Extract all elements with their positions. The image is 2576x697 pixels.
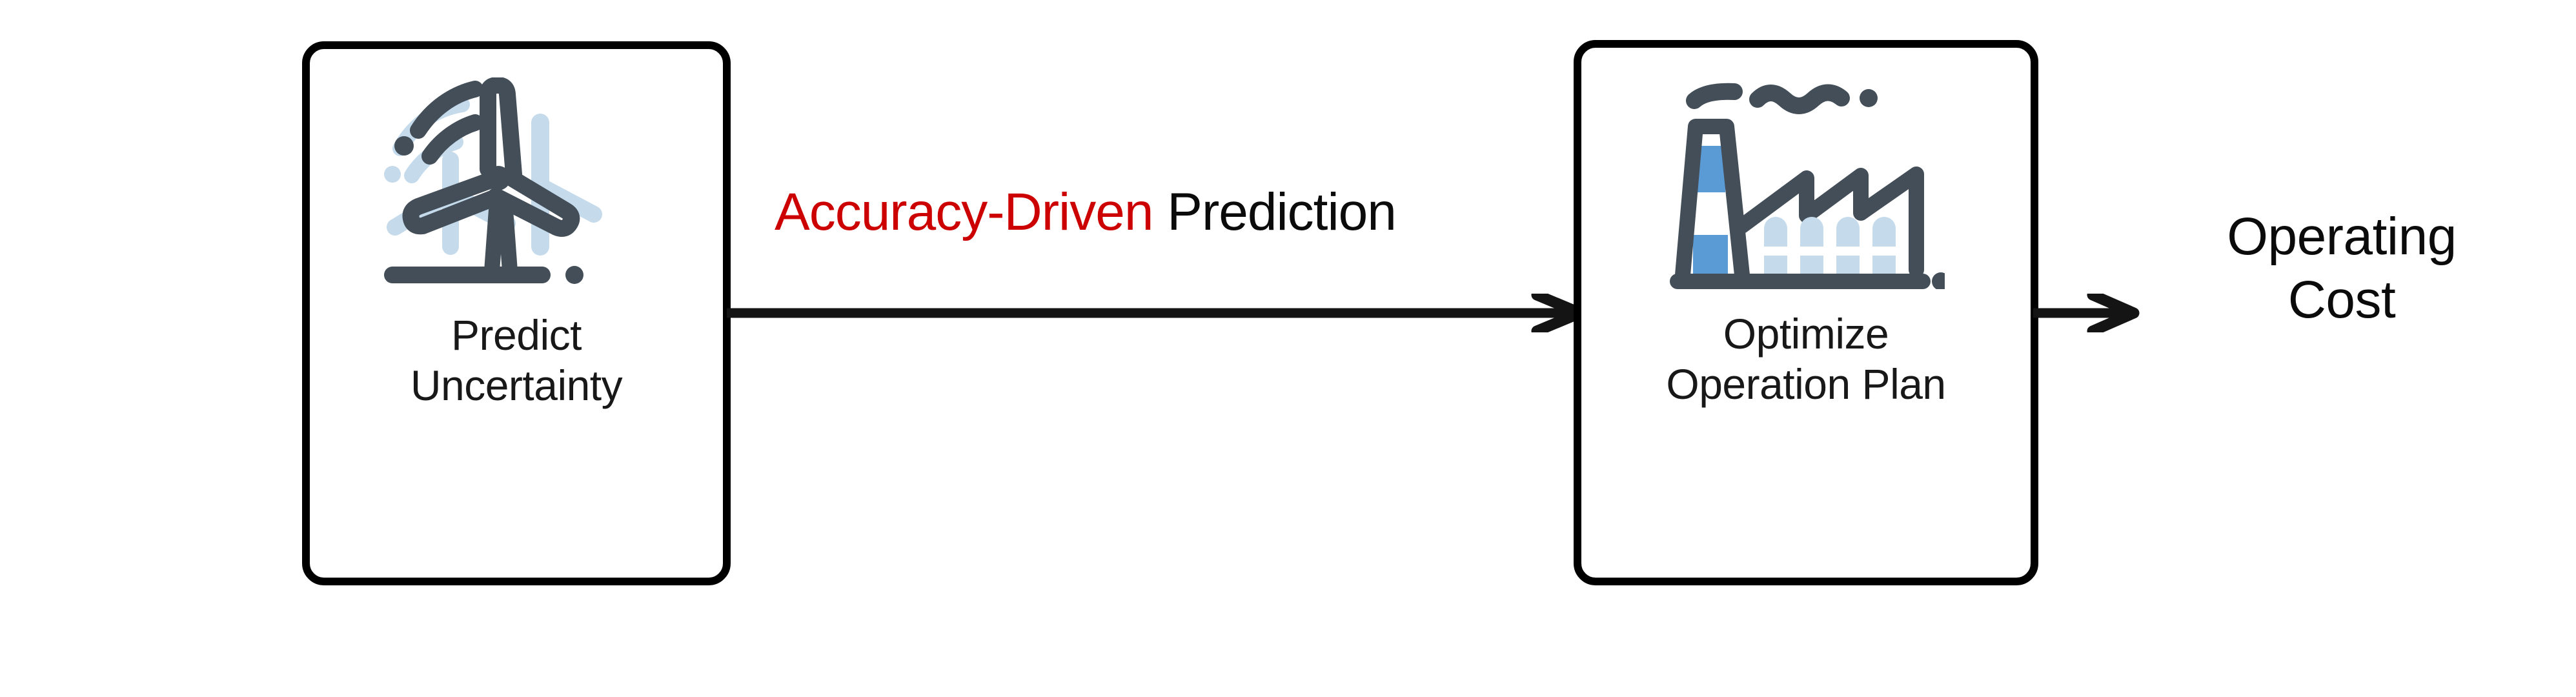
wind-turbine-icon — [381, 77, 652, 294]
edge-label-prediction: Accuracy-Driven Prediction — [775, 183, 1397, 241]
edge-label-plain: Prediction — [1153, 183, 1397, 241]
arrow-prediction — [727, 289, 1586, 337]
node-predict-uncertainty[interactable]: Predict Uncertainty — [302, 41, 731, 585]
edge-label-accent: Accuracy-Driven — [775, 183, 1153, 241]
node-optimize-operation-plan[interactable]: Optimize Operation Plan — [1574, 40, 2038, 585]
node-label-predict-uncertainty: Predict Uncertainty — [410, 311, 623, 409]
node-label-optimize-operation-plan: Optimize Operation Plan — [1666, 310, 1946, 408]
terminal-operating-cost: Operating Cost — [2227, 207, 2457, 330]
arrow-operating-cost — [2033, 289, 2143, 337]
factory-icon — [1667, 76, 1950, 292]
